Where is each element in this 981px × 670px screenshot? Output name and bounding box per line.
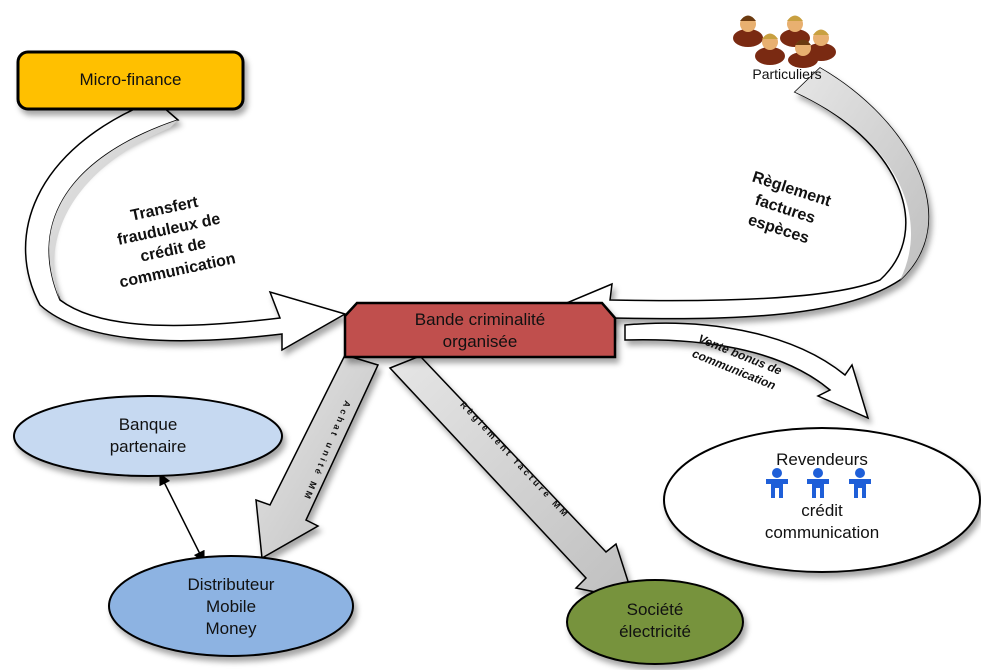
distributeur-label-line2: Mobile — [205, 597, 257, 616]
curved-arrow-transfert-shade — [49, 120, 178, 300]
societe-label: Société électricité — [567, 599, 743, 643]
banque-label-line2: partenaire — [109, 437, 187, 456]
curved-arrow-vente — [624, 322, 870, 420]
straight-arrow-achat — [255, 354, 380, 560]
revendeurs-label-line3: communication — [764, 523, 880, 542]
bande-label: Bande criminalité organisée — [345, 309, 615, 353]
societe-ellipse — [566, 579, 744, 665]
societe-label-line1: Société — [626, 600, 684, 619]
particuliers-label: Particuliers — [752, 66, 822, 82]
bande-label-line2: organisée — [442, 332, 518, 351]
societe-label-line2: électricité — [619, 622, 691, 641]
micro-finance-box — [16, 50, 245, 111]
business-people-icon — [733, 15, 836, 68]
straight-arrow-reglement-facture — [388, 355, 636, 601]
bande-label-line1: Bande criminalité — [414, 310, 546, 329]
people-icon — [766, 468, 871, 498]
bande-criminalite-box — [343, 301, 617, 359]
curved-arrow-reglement-shade — [795, 68, 929, 280]
revendeurs-label-top: Revendeurs — [776, 450, 868, 469]
distributeur-label-line1: Distributeur — [187, 575, 275, 594]
link-banque-distributeur — [159, 472, 205, 564]
revendeurs-label-bottom: crédit communication — [664, 500, 980, 544]
banque-label-line1: Banque — [118, 415, 178, 434]
distributeur-label: Distributeur Mobile Money — [109, 574, 353, 640]
micro-finance-label: Micro-finance — [79, 70, 182, 89]
banque-partenaire-ellipse — [13, 395, 283, 477]
banque-label: Banque partenaire — [14, 414, 282, 458]
revendeurs-label-line2: crédit — [801, 501, 843, 520]
revendeurs-ellipse — [663, 427, 981, 573]
distributeur-label-line3: Money — [205, 619, 257, 638]
distributeur-ellipse — [108, 555, 354, 657]
